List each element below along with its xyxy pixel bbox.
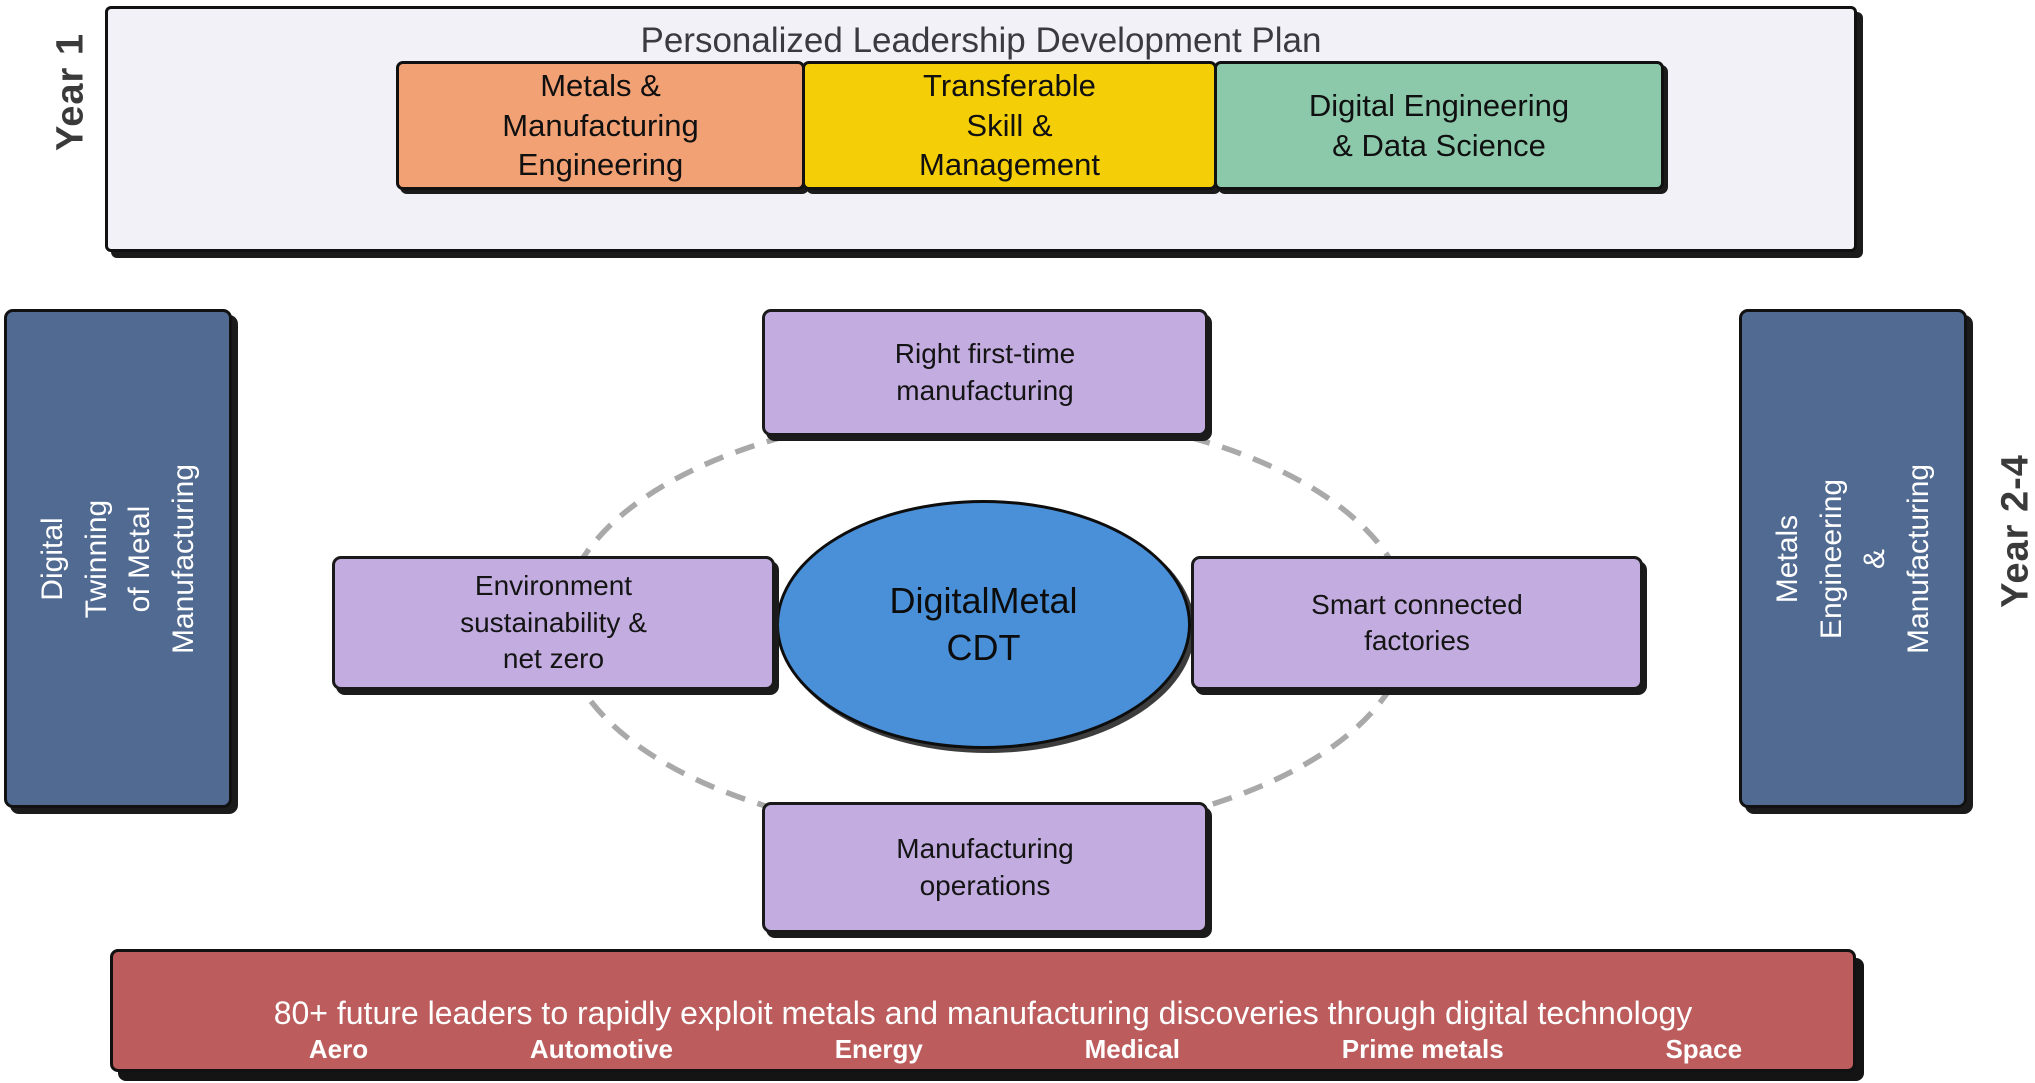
theme-label: Manufacturing operations: [896, 833, 1074, 901]
side-panel-label: Metals Engineering & Manufacturing: [1771, 463, 1935, 654]
sector-energy: Energy: [834, 1034, 923, 1065]
side-panel-metals-engineering: Metals Engineering & Manufacturing: [1739, 309, 1967, 808]
track-digital-engineering-data-science: Digital Engineering & Data Science: [1214, 61, 1664, 190]
track-metals-manufacturing-engineering: Metals & Manufacturing Engineering: [396, 61, 805, 190]
sector-prime-metals: Prime metals: [1341, 1034, 1504, 1065]
track-label: Transferable Skill & Management: [919, 68, 1100, 183]
sector-space: Space: [1665, 1034, 1743, 1065]
sector-medical: Medical: [1084, 1034, 1181, 1065]
hub-label: DigitalMetal CDT: [889, 580, 1078, 668]
year-1-label: Year 1: [49, 33, 92, 151]
hub-digitalmetal-cdt: DigitalMetal CDT: [776, 500, 1191, 749]
theme-smart-connected-factories: Smart connected factories: [1191, 556, 1643, 690]
year-2-4-label: Year 2-4: [1994, 454, 2035, 608]
side-panel-digital-twinning: Digital Twinning of Metal Manufacturing: [4, 309, 232, 808]
theme-label: Environment sustainability & net zero: [460, 570, 647, 675]
side-panel-label: Digital Twinning of Metal Manufacturing: [36, 463, 200, 654]
track-label: Digital Engineering & Data Science: [1308, 88, 1570, 163]
theme-label: Smart connected factories: [1311, 588, 1523, 656]
theme-environment-sustainability-net-zero: Environment sustainability & net zero: [332, 556, 775, 690]
sector-aero: Aero: [308, 1034, 369, 1065]
track-label: Metals & Manufacturing Engineering: [502, 68, 699, 183]
theme-right-first-time-manufacturing: Right first-time manufacturing: [762, 309, 1208, 436]
theme-manufacturing-operations: Manufacturing operations: [762, 802, 1208, 933]
track-transferable-skill-management: Transferable Skill & Management: [802, 61, 1217, 190]
banner-sector-list: Aero Automotive Energy Medical Prime met…: [113, 1035, 1853, 1064]
theme-label: Right first-time manufacturing: [894, 338, 1076, 406]
sector-automotive: Automotive: [529, 1034, 673, 1065]
future-leaders-banner: 80+ future leaders to rapidly exploit me…: [110, 949, 1856, 1072]
banner-headline: 80+ future leaders to rapidly exploit me…: [273, 995, 1693, 1031]
leadership-plan-title: Personalized Leadership Development Plan: [640, 21, 1322, 60]
